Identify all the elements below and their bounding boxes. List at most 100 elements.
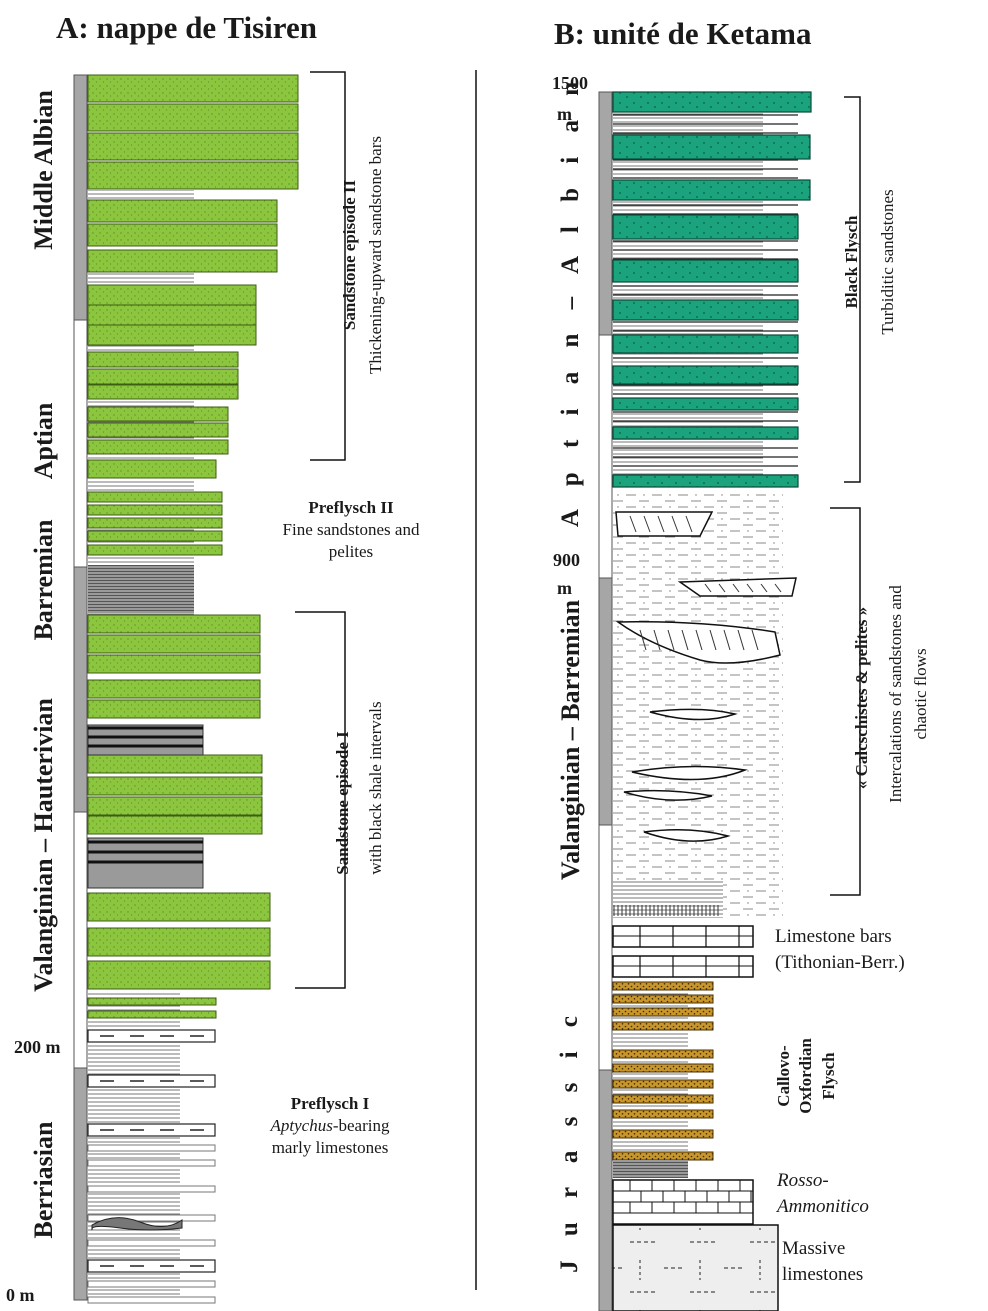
lens-texture (643, 515, 651, 533)
scale-label-900-unit: m (557, 578, 572, 598)
massive-line2: limestones (782, 1263, 864, 1285)
marl-bed (87, 1296, 216, 1304)
lens-texture (746, 583, 754, 593)
scale-label-200m: 200 m (14, 1037, 61, 1057)
chaotic-flow-lens (649, 708, 738, 721)
limestone-bed (87, 1029, 216, 1043)
callovo-sandstone-bed (612, 1151, 714, 1161)
preflysch1-italic: Aptychus (270, 1116, 333, 1136)
scale-label-1500-unit: m (557, 104, 572, 124)
preflysch2-note: Preflysch II Fine sandstones and pelites (236, 497, 466, 563)
stage-berriasian: Berriasian (29, 1121, 58, 1239)
chaotic-flow-lens (631, 765, 748, 781)
sandstone-bar (87, 504, 223, 516)
sandstone-bar (87, 491, 223, 503)
lens-texture (751, 629, 759, 651)
calc-subtitle-2: chaotic flows (911, 648, 930, 740)
callovo-sandstone-bed (612, 1049, 714, 1059)
sandstone-bar (87, 368, 239, 385)
calcschistes-interval (613, 490, 783, 918)
turbidite-sandstone-bar (612, 397, 799, 411)
scale-bar-a-segment (73, 319, 88, 568)
episode1-title: Sandstone episode I (333, 731, 352, 875)
marl-bed (87, 1185, 216, 1193)
sandstone-bar (87, 223, 278, 247)
stage-barremian: Barremian (29, 519, 58, 641)
sandstone-bar (87, 776, 263, 796)
sandstone-bar (87, 796, 263, 816)
sandstone-bar (87, 892, 271, 922)
lens-texture (732, 583, 740, 593)
episode2-subtitle: Thickening-upward sandstone bars (366, 136, 385, 374)
sandstone-bar (87, 544, 223, 556)
turbidite-sandstone-bar (612, 426, 799, 440)
callovo-line3: Flysch (819, 1052, 838, 1100)
sandstone-bar (87, 654, 261, 674)
callovo-sandstone-bed (612, 1129, 714, 1139)
black-flysch-title: Black Flysch (842, 215, 861, 309)
lens-texture (737, 629, 745, 651)
lens-texture (760, 583, 768, 593)
scale-bar-a-segment (73, 1067, 88, 1301)
scale-bar-a-segment (73, 566, 88, 813)
column-b-title: B: unité de Ketama (554, 16, 812, 51)
scale-bar-b-segment (598, 334, 613, 579)
chaotic-flow-lens (615, 620, 781, 664)
lens-texture (695, 629, 703, 651)
turbidite-sandstone-bar (612, 334, 799, 354)
sandstone-bar (87, 422, 229, 438)
rosso-line1: Rosso- (777, 1170, 829, 1191)
preflysch1-line2: marly limestones (271, 1138, 389, 1158)
preflysch1-rest: -bearing (332, 1116, 390, 1136)
scale-bar-a-segment (73, 74, 88, 321)
massive-line1: Massive (782, 1238, 846, 1259)
preflysch1-note: Preflysch I Aptychus-bearing marly limes… (230, 1093, 430, 1159)
preflysch2-title: Preflysch II (308, 498, 394, 517)
turbidite-sandstone-bar (612, 365, 799, 385)
sandstone-bar (87, 679, 261, 699)
sandstone-bar (87, 304, 257, 326)
bracket-black-flysch (844, 96, 861, 483)
callovo-sandstone-bed (612, 1007, 714, 1017)
callovo-sandstone-bed (612, 1063, 714, 1073)
sandstone-bar (87, 351, 239, 368)
turbidite-sandstone-bar (612, 179, 811, 201)
scale-bar-b-segment (598, 1069, 613, 1311)
shale-interval-dense (88, 565, 194, 613)
sandstone-bar (87, 530, 223, 542)
lens-texture (671, 515, 679, 533)
lens-texture (639, 629, 647, 651)
turbidite-sandstone-bar (612, 474, 799, 488)
chaotic-flow-lens (623, 789, 713, 801)
turbidite-sandstone-bar (612, 91, 812, 113)
lens-texture (685, 515, 693, 533)
preflysch2-line2: pelites (328, 542, 374, 562)
sandstone-bar (87, 406, 229, 422)
bracket-calcschistes (830, 507, 861, 896)
stage-valanginian-barremian: Valanginian – Barremian (556, 599, 585, 881)
sandstone-bar (87, 459, 217, 479)
marl-bed (87, 1144, 216, 1152)
lens-texture (723, 629, 731, 651)
sandstone-bar (87, 324, 257, 346)
sandstone-bar (87, 517, 223, 529)
marl-bed (87, 1280, 216, 1288)
slump-lens (91, 1217, 183, 1231)
stage-middle-albian: Middle Albian (29, 90, 58, 250)
turbidite-sandstone-bar (612, 299, 799, 321)
turbidite-sandstone-bar (612, 134, 811, 160)
sandstone-bar (87, 161, 299, 190)
lens-texture (774, 583, 782, 593)
episode1-subtitle: with black shale intervals (366, 701, 385, 875)
lens-texture (667, 629, 675, 651)
scale-bar-b-segment (598, 91, 613, 336)
callovo-line1: Callovo- (774, 1045, 793, 1107)
sandstone-bar (87, 815, 263, 835)
preflysch1-line1: Aptychus-bearing (230, 1115, 430, 1137)
marl-bed (87, 1159, 216, 1167)
sandstone-bar (87, 284, 257, 306)
sandstone-bar (87, 699, 261, 719)
sandstone-bar (87, 634, 261, 654)
callovo-line2: Oxfordian (796, 1038, 815, 1114)
